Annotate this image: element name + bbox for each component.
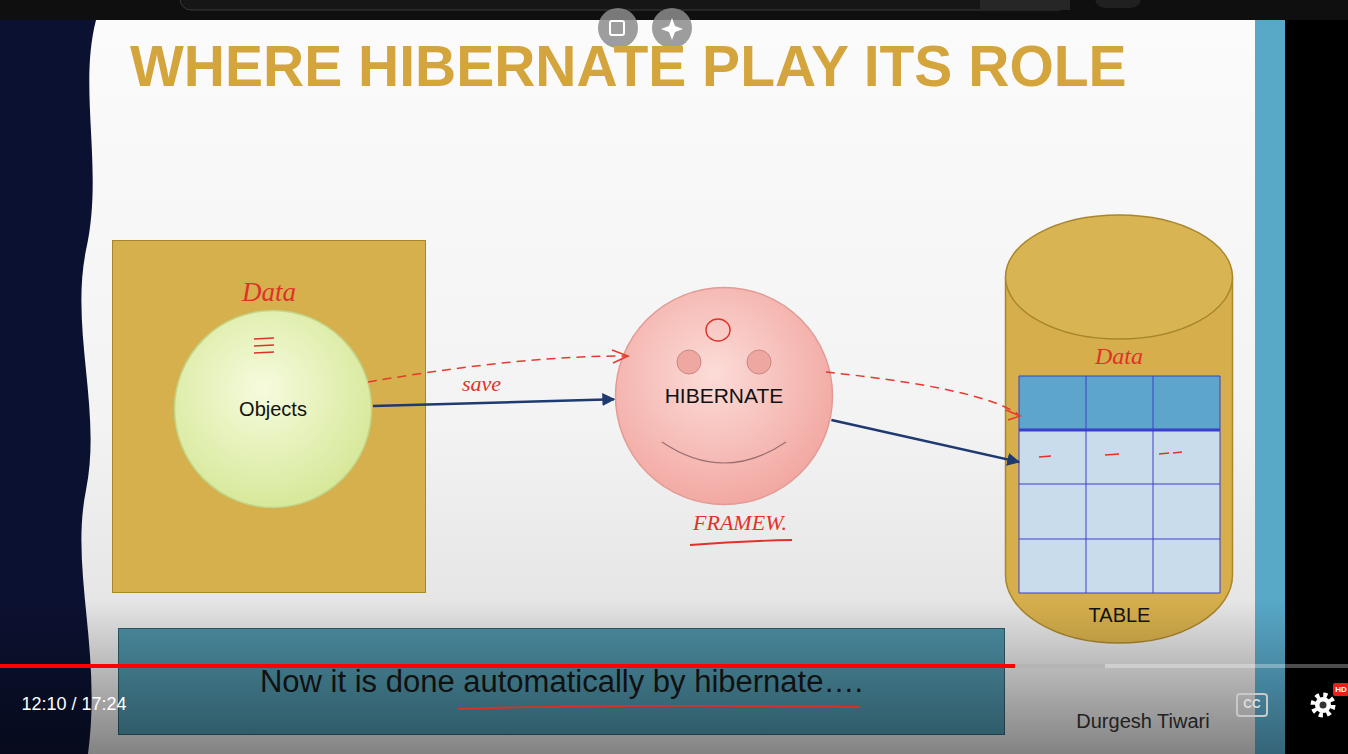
- handwritten-scribble: [254, 345, 274, 346]
- handwritten-arrow-tip: [1006, 410, 1020, 420]
- progress-buffered: [1015, 664, 1105, 668]
- hibernate-circle-outline: [616, 288, 833, 505]
- caption-banner: Now it is done automatically by hibernat…: [118, 628, 1005, 735]
- caption-banner-text: Now it is done automatically by hibernat…: [260, 664, 863, 700]
- table-rule: [1153, 376, 1154, 593]
- connector-arrow: [831, 420, 1019, 462]
- settings-gear-hole: [1320, 702, 1327, 709]
- data-table-outline-layer: [1019, 376, 1220, 593]
- object-panel-text: Data: [242, 277, 296, 308]
- handwritten-scribble: [254, 352, 274, 353]
- face-eye: [677, 350, 701, 374]
- table-body: [1019, 430, 1220, 593]
- handwritten-underline: [690, 540, 792, 545]
- table-rule: [1019, 376, 1220, 377]
- handwritten-dash: [1039, 456, 1051, 457]
- captions-icon: [1237, 694, 1267, 716]
- objects-circle: Objects: [173, 309, 373, 509]
- hibernate-circle: HIBERNATE: [614, 286, 834, 506]
- handwritten-dashed-arrow: [826, 372, 1018, 414]
- captions-icon-text: CC: [1243, 698, 1260, 712]
- object-panel: Objects Data: [112, 240, 426, 593]
- table-rule: [1019, 429, 1220, 432]
- table-rule: [1086, 376, 1087, 593]
- hd-badge: [1333, 683, 1348, 696]
- handwritten-dash: [1173, 452, 1182, 453]
- top-icon: [1095, 0, 1141, 8]
- handwritten-arrow-tip: [612, 350, 628, 363]
- face-smile: [662, 442, 786, 463]
- overlay-button-icon: [610, 21, 624, 35]
- search-button: [980, 0, 1070, 10]
- handwritten-dash: [1159, 453, 1169, 454]
- handwritten-scribble: [254, 338, 274, 339]
- edge-label: save: [462, 371, 501, 396]
- slide-ground: [60, 20, 1260, 754]
- table-rule: [1019, 539, 1220, 540]
- hd-badge-text: HD: [1335, 685, 1347, 694]
- objects-circle-text: Objects: [239, 398, 307, 421]
- search-field: [180, 0, 1070, 10]
- author-watermark: Durgesh Tiwari: [1076, 710, 1209, 733]
- settings-gear: [1315, 697, 1331, 713]
- bottom-shade: [0, 600, 1348, 754]
- connector-arrow: [373, 399, 614, 406]
- table-rule: [1019, 593, 1220, 594]
- table-rule: [1220, 376, 1221, 593]
- top-bar: [0, 0, 1348, 20]
- video-time: 12:10 / 17:24: [21, 694, 126, 715]
- face-eye: [747, 350, 771, 374]
- progress-played: [0, 664, 1015, 668]
- side-accent-bar: [1255, 20, 1285, 754]
- slide-title: WHERE HIBERNATE PLAY ITS ROLE: [130, 34, 1127, 100]
- database-cylinder: TABLE Data: [1004, 213, 1234, 645]
- handwritten-note: FRAMEW.: [693, 510, 787, 535]
- handwritten-loop: [706, 319, 730, 341]
- cylinder-top: [1006, 215, 1233, 339]
- database-cylinder-text: Data: [1095, 343, 1143, 371]
- handwritten-underline: [458, 706, 860, 709]
- data-table: TABLE: [1019, 376, 1220, 593]
- hibernate-circle-text: HIBERNATE: [665, 384, 784, 408]
- data-table-text: TABLE: [1089, 604, 1151, 627]
- objects-circle-outline: [175, 311, 372, 508]
- progress-remaining: [1105, 664, 1348, 668]
- table-header: [1019, 376, 1220, 430]
- handwritten-dash: [1105, 454, 1119, 455]
- table-rule: [1019, 376, 1020, 593]
- wavy-side-band: [0, 20, 96, 754]
- settings-gear-teeth: [1313, 695, 1333, 715]
- table-rule: [1019, 484, 1220, 485]
